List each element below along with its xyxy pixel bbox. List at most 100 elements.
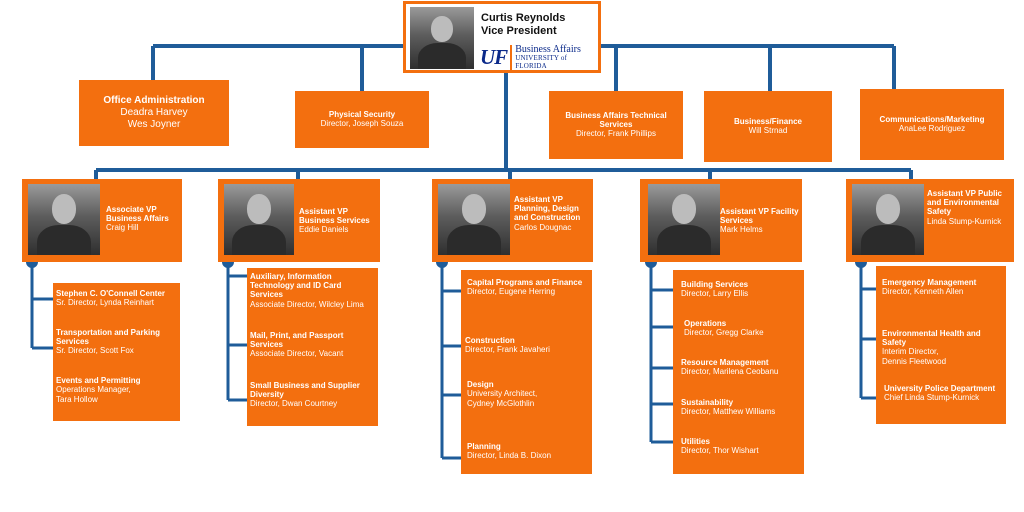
avp-name: Eddie Daniels: [299, 225, 349, 235]
avp-title: Assistant VP Public and Environmental Sa…: [927, 189, 1002, 217]
avp-planning-design-construction-card: Assistant VP Planning, Design and Constr…: [432, 179, 593, 262]
unit-title: Planning: [467, 442, 501, 451]
unit-item: University Police Department Chief Linda…: [884, 384, 1004, 403]
avp-title: Assistant VP Business Services: [299, 207, 370, 226]
unit-title: Emergency Management: [882, 278, 977, 287]
unit-line: Dennis Fleetwood: [882, 356, 947, 366]
unit-title: Small Business and Supplier Diversity: [250, 381, 360, 400]
avp-title: Assistant VP Planning, Design and Constr…: [514, 195, 581, 223]
unit-title: Utilities: [681, 437, 710, 446]
unit-line: Sr. Director, Scott Fox: [56, 346, 134, 356]
unit-item: Capital Programs and Finance Director, E…: [467, 278, 587, 297]
avp-photo: [852, 184, 924, 255]
unit-title: Operations: [684, 319, 727, 328]
avp-title: Assistant VP Facility Services: [720, 207, 799, 226]
avp-business-services-card: Assistant VP Business Services Eddie Dan…: [218, 179, 380, 262]
unit-title: Design: [467, 380, 494, 389]
vp-name: Curtis Reynolds: [481, 12, 566, 24]
box-title: Office Administration: [103, 95, 205, 107]
unit-line: Director, Frank Javaheri: [465, 345, 550, 355]
unit-line: Director, Gregg Clarke: [684, 328, 764, 338]
office-administration-box: Office Administration Deadra Harvey Wes …: [79, 80, 229, 146]
unit-item: Operations Director, Gregg Clarke: [684, 319, 815, 338]
avp-facility-services-card: Assistant VP Facility Services Mark Helm…: [640, 179, 802, 262]
unit-title: University Police Department: [884, 384, 996, 393]
avp-photo: [224, 184, 294, 255]
avp-name: Carlos Dougnac: [514, 222, 572, 232]
avp-photo: [438, 184, 510, 255]
unit-line: Chief Linda Stump-Kurnick: [884, 393, 980, 403]
avp-name: Linda Stump-Kurnick: [927, 216, 1002, 226]
units-box-public-safety: Emergency Management Director, Kenneth A…: [876, 266, 1006, 424]
avp-title: Associate VP Business Affairs: [106, 205, 169, 224]
units-box-planning-design: Capital Programs and Finance Director, E…: [461, 270, 592, 474]
unit-line: Tara Hollow: [56, 394, 98, 404]
unit-item: Building Services Director, Larry Ellis: [681, 280, 812, 299]
unit-title: Resource Management: [681, 358, 769, 367]
unit-title: Capital Programs and Finance: [467, 278, 583, 287]
unit-line: Sr. Director, Lynda Reinhart: [56, 298, 154, 308]
unit-line: University Architect,: [467, 389, 538, 399]
avp-name: Craig Hill: [106, 223, 139, 233]
unit-line: Operations Manager,: [56, 385, 131, 395]
unit-item: Emergency Management Director, Kenneth A…: [882, 278, 1012, 297]
unit-line: Director, Thor Wishart: [681, 446, 759, 456]
unit-item: Design University Architect, Cydney McGl…: [467, 380, 598, 408]
box-title: Communications/Marketing: [879, 115, 985, 125]
unit-title: Transportation and Parking Services: [56, 328, 161, 347]
business-finance-box: Business/Finance Will Strnad: [704, 91, 832, 162]
unit-item: Resource Management Director, Marilena C…: [681, 358, 812, 377]
box-name: Deadra Harvey: [120, 106, 188, 118]
unit-title: Sustainability: [681, 398, 734, 407]
unit-line: Director, Eugene Herring: [467, 287, 556, 297]
unit-line: Director, Dwan Courtney: [250, 399, 338, 409]
unit-item: Small Business and Supplier Diversity Di…: [250, 381, 360, 409]
unit-title: Environmental Health and Safety: [882, 329, 981, 348]
units-box-business-services: Auxiliary, Information Technology and ID…: [247, 268, 378, 426]
box-title: Business/Finance: [733, 117, 803, 127]
units-box-facility-services: Building Services Director, Larry Ellis …: [673, 270, 804, 474]
unit-line: Associate Director, Wilcley Lima: [250, 299, 364, 309]
unit-title: Auxiliary, Information Technology and ID…: [250, 272, 342, 300]
box-name: Director, Joseph Souza: [320, 119, 404, 129]
box-name: Will Strnad: [748, 126, 788, 136]
box-name: Director, Frank Phillips: [575, 129, 657, 139]
unit-line: Director, Larry Ellis: [681, 289, 749, 299]
unit-line: Director, Matthew Williams: [681, 407, 776, 417]
uf-logo-mark: UF: [480, 44, 513, 70]
unit-line: Associate Director, Vacant: [250, 349, 344, 359]
unit-item: Auxiliary, Information Technology and ID…: [250, 272, 376, 309]
communications-marketing-box: Communications/Marketing AnaLee Rodrigue…: [860, 89, 1004, 160]
avp-name: Mark Helms: [720, 225, 763, 235]
technical-services-box: Business Affairs Technical Services Dire…: [549, 91, 683, 159]
unit-item: Mail, Print, and Passport Services Assoc…: [250, 331, 360, 359]
unit-line: Interim Director,: [882, 347, 939, 357]
vp-title: Vice President: [481, 24, 557, 37]
unit-title: Stephen C. O'Connell Center: [56, 289, 166, 298]
uf-logo: UF Business Affairs UNIVERSITY of FLORID…: [480, 44, 598, 70]
vp-card: Curtis Reynolds Vice President UF Busine…: [403, 1, 601, 73]
unit-title: Events and Permitting: [56, 376, 141, 385]
unit-item: Transportation and Parking Services Sr. …: [56, 328, 176, 356]
unit-title: Construction: [465, 336, 515, 345]
logo-line-1: Business Affairs: [515, 44, 581, 55]
avp-photo: [28, 184, 100, 255]
unit-title: Mail, Print, and Passport Services: [250, 331, 344, 350]
unit-line: Cydney McGlothlin: [467, 398, 535, 408]
unit-line: Director, Kenneth Allen: [882, 287, 964, 297]
logo-line-2: UNIVERSITY of FLORIDA: [515, 54, 568, 70]
unit-item: Sustainability Director, Matthew William…: [681, 398, 812, 417]
unit-item: Stephen C. O'Connell Center Sr. Director…: [56, 289, 183, 308]
units-box-business-affairs: Stephen C. O'Connell Center Sr. Director…: [53, 283, 180, 421]
avp-public-environmental-safety-card: Assistant VP Public and Environmental Sa…: [846, 179, 1014, 262]
unit-item: Utilities Director, Thor Wishart: [681, 437, 812, 456]
unit-line: Director, Linda B. Dixon: [467, 451, 552, 461]
unit-item: Construction Director, Frank Javaheri: [465, 336, 596, 355]
unit-line: Director, Marilena Ceobanu: [681, 367, 779, 377]
physical-security-box: Physical Security Director, Joseph Souza: [295, 91, 429, 148]
box-title: Physical Security: [328, 110, 396, 120]
box-title: Business Affairs Technical Services: [565, 111, 667, 130]
unit-item: Planning Director, Linda B. Dixon: [467, 442, 598, 461]
avp-photo: [648, 184, 720, 255]
vp-photo: [410, 7, 474, 69]
